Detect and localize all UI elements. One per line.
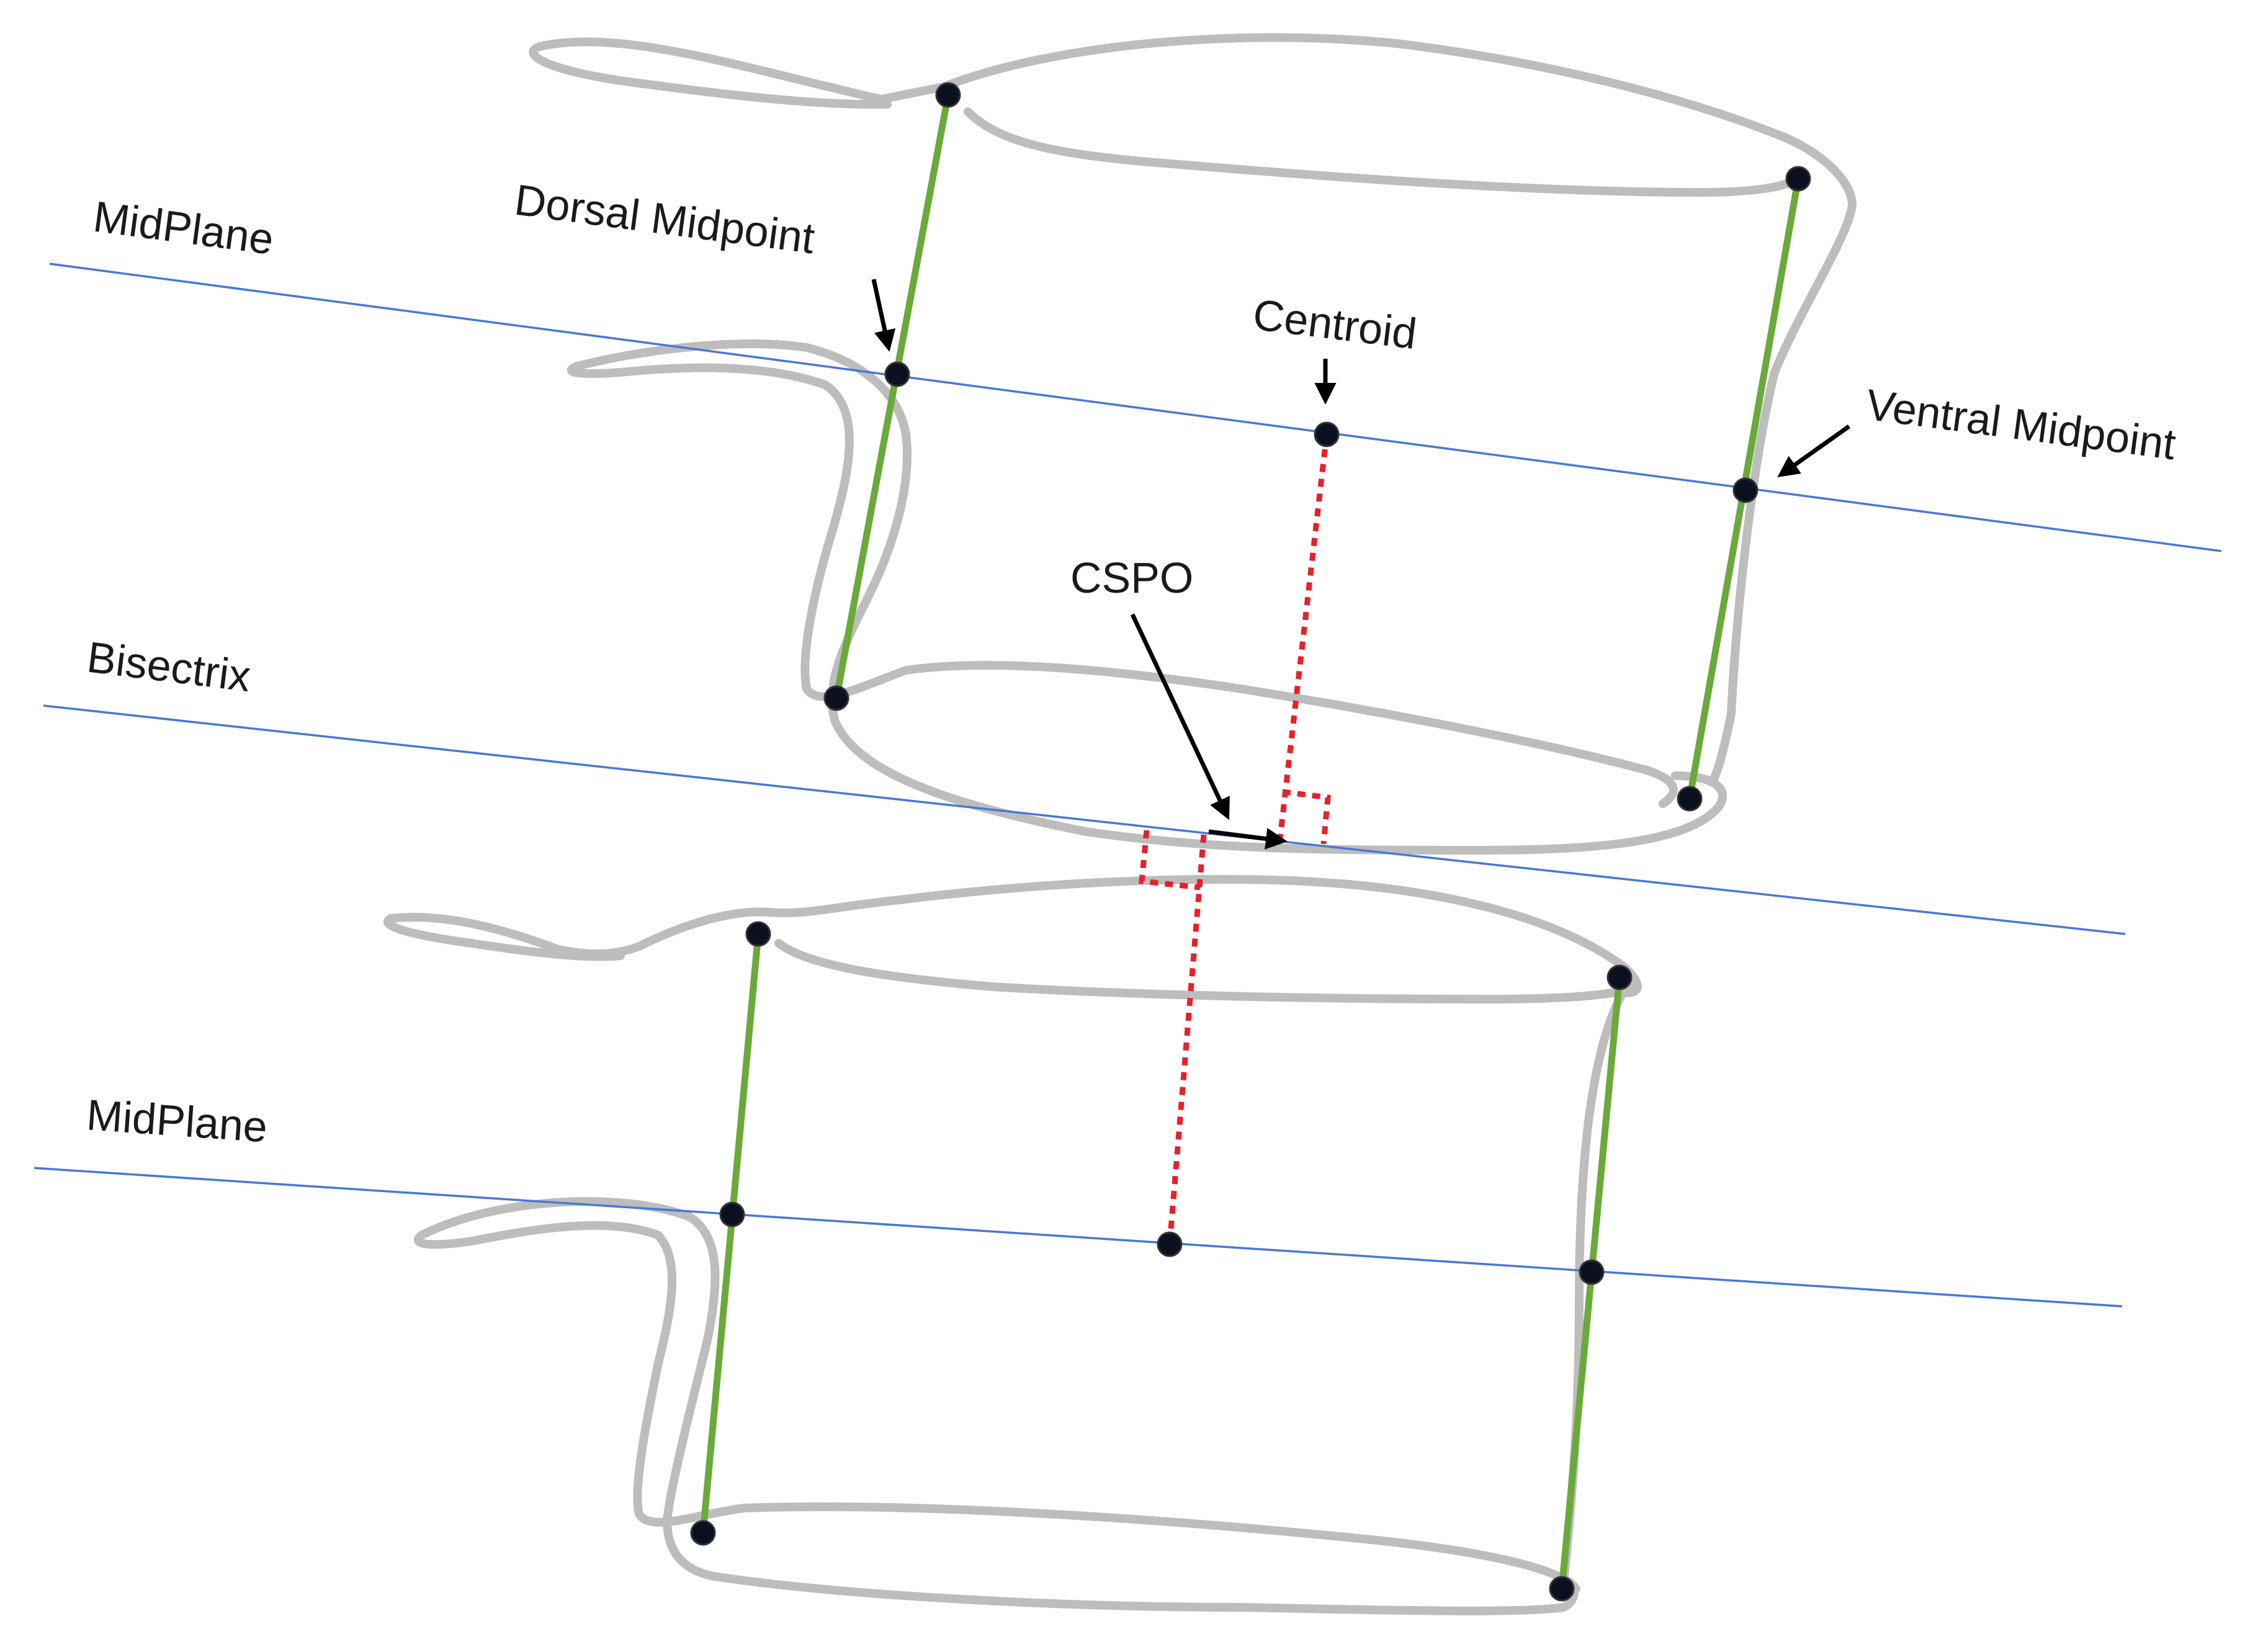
lower-midplane-label: MidPlane [85, 1090, 269, 1151]
cspo-perpendicular [1139, 434, 1331, 1245]
upper-perpendicular-line [1277, 434, 1330, 838]
lower-dorsal-edge [699, 930, 762, 1537]
lower-perpendicular-line [1167, 834, 1207, 1245]
landmarks [690, 82, 1811, 1602]
ventral-midpoint-dot [1732, 477, 1758, 503]
upper-midplane-line [49, 263, 2222, 552]
landmark-dot [1606, 964, 1633, 990]
landmark-dot [1785, 166, 1811, 192]
dorsal-midpoint-dot [884, 361, 910, 387]
lower-ventral-midpoint-dot [1579, 1259, 1605, 1285]
landmark-dot [1549, 1576, 1575, 1602]
cspo-arrow [1130, 613, 1230, 820]
lower-right-angle-mark [1139, 830, 1201, 891]
bisectrix-label: Bisectrix [84, 632, 253, 701]
lower-midplane-line [34, 1167, 2123, 1308]
landmark-dot [1677, 786, 1703, 812]
upper-right-angle-mark [1282, 789, 1331, 845]
upper-midplane-label: MidPlane [91, 192, 277, 264]
ventral-midpoint-arrow [1777, 424, 1851, 478]
dorsal-midpoint-arrow [871, 279, 896, 352]
upper-vertebra-outline [529, 33, 1857, 855]
upper-dorsal-edge [833, 91, 952, 702]
bisectrix-line [43, 704, 2126, 935]
cspo-vector-arrow [1208, 828, 1288, 850]
centroid-dot [1314, 421, 1340, 447]
lower-vertebra-outline [383, 874, 1642, 1615]
lower-centroid-dot [1157, 1231, 1183, 1257]
annotation-arrows [871, 279, 1851, 850]
dorsal-midpoint-label: Dorsal Midpoint [512, 176, 817, 263]
landmark-dot [823, 685, 849, 711]
landmark-dot [935, 82, 961, 108]
landmark-dot [690, 1520, 716, 1546]
landmark-dot [745, 921, 771, 947]
centroid-label: Centroid [1250, 290, 1419, 358]
cspo-label: CSPO [1070, 554, 1193, 602]
lower-dorsal-midpoint-dot [719, 1201, 745, 1228]
ventral-midpoint-label: Ventral Midpoint [1863, 380, 2179, 469]
